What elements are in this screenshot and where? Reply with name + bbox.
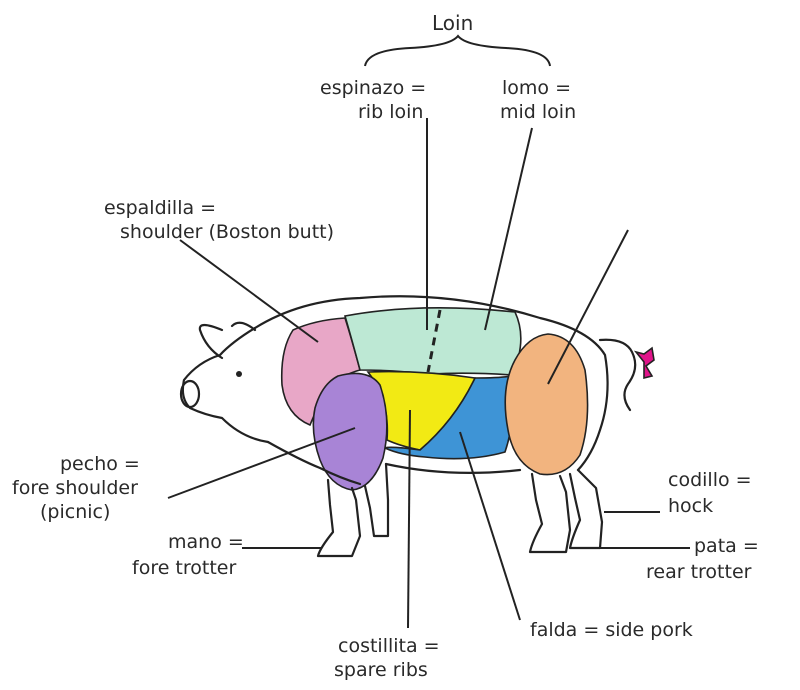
label-rear-trotter: rear trotter (646, 561, 752, 583)
label-mid-loin: mid loin (500, 101, 576, 123)
label-pata: pata = (694, 535, 759, 557)
label-costillita: costillita = (338, 635, 440, 657)
label-lomo: lomo = (502, 77, 571, 99)
leader-lomo (484, 127, 533, 331)
label-spare-ribs: spare ribs (334, 659, 428, 681)
label-fore-shoulder: fore shoulder (12, 477, 138, 499)
rear-leg-2 (568, 468, 604, 550)
label-hock: hock (668, 495, 713, 517)
label-falda: falda = side pork (530, 619, 693, 641)
label-codillo: codillo = (668, 469, 752, 491)
label-rib-loin: rib loin (358, 101, 423, 123)
label-espaldilla: espaldilla = (104, 197, 216, 219)
pig-tail (598, 338, 637, 412)
leader-pecho (167, 427, 356, 499)
front-leg-1 (316, 478, 362, 558)
pig-body-outline (253, 295, 609, 486)
label-pecho: pecho = (60, 453, 140, 475)
leader-falda (459, 431, 521, 621)
front-leg-2 (363, 462, 390, 538)
leader-rear (547, 229, 629, 385)
pig-snout (179, 379, 201, 409)
loin-title: Loin (432, 11, 473, 35)
label-picnic: (picnic) (40, 501, 110, 523)
leader-costillita (407, 409, 411, 629)
loin-brace (364, 34, 551, 67)
fore-shoulder-region (312, 372, 388, 491)
label-espinazo: espinazo = (320, 77, 426, 99)
pig-head-outline (181, 326, 270, 444)
pig-eye (236, 371, 242, 377)
rear-leg-1 (528, 472, 572, 554)
label-fore-trotter: fore trotter (132, 557, 236, 579)
leader-espaldilla (179, 239, 319, 343)
label-mano: mano = (168, 531, 244, 553)
label-shoulder: shoulder (Boston butt) (120, 221, 334, 243)
bow-icon (633, 346, 655, 380)
rear-region (504, 333, 589, 476)
loin-divider-dashed (426, 309, 442, 373)
pig-ear-outline (198, 321, 257, 360)
